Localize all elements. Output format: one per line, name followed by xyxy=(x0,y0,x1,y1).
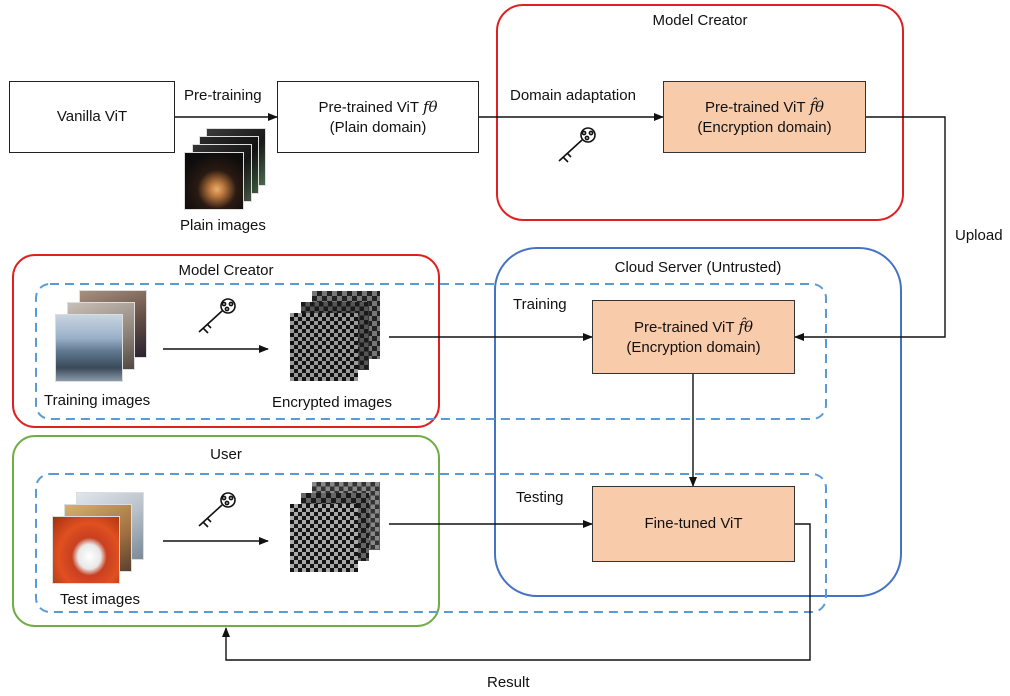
f-hat-theta-symbol: f̂θ xyxy=(809,97,825,116)
training-images-label: Training images xyxy=(44,392,151,409)
result-label: Result xyxy=(487,674,530,691)
f-hat-theta-symbol: f̂θ xyxy=(738,317,754,336)
model-creator-top-title: Model Creator xyxy=(652,12,748,29)
encrypted-tiles xyxy=(290,313,358,381)
test-images-stack xyxy=(52,492,146,586)
training-dashed-region xyxy=(35,283,827,420)
pretrained-plain-line1: Pre-trained ViT xyxy=(318,98,419,116)
f-theta-symbol: fθ xyxy=(422,97,438,116)
pretrained-enc-cloud-line2: (Encryption domain) xyxy=(626,338,761,356)
encrypted-tiles xyxy=(290,504,358,572)
pretrained-enc-top-box: Pre-trained ViT f̂θ (Encryption domain) xyxy=(663,81,866,153)
model-creator-top-border xyxy=(496,4,904,221)
training-images-stack xyxy=(55,290,149,384)
test-images-label: Test images xyxy=(60,591,141,608)
upload-label: Upload xyxy=(955,227,1003,244)
pretrained-enc-top-line1: Pre-trained ViT xyxy=(704,98,806,116)
plain-images-label: Plain images xyxy=(180,217,266,234)
finetuned-vit-label: Fine-tuned ViT xyxy=(644,515,743,532)
testing-label: Testing xyxy=(516,489,564,506)
pretrained-enc-cloud-line1: Pre-trained ViT xyxy=(633,318,735,336)
cloud-server-border xyxy=(494,247,902,597)
pretraining-label: Pre-training xyxy=(184,87,262,104)
testing-dashed-region xyxy=(35,473,827,613)
encrypted-images-test xyxy=(290,482,382,574)
key-icon xyxy=(558,127,596,163)
pretrained-plain-box: Pre-trained ViT fθ (Plain domain) xyxy=(277,81,479,153)
finetuned-vit-box: Fine-tuned ViT xyxy=(592,486,795,562)
encrypted-images-train xyxy=(290,291,382,383)
pretrained-enc-cloud-box: Pre-trained ViT f̂θ (Encryption domain) xyxy=(592,300,795,374)
user-title: User xyxy=(210,446,242,463)
cloud-server-title: Cloud Server (Untrusted) xyxy=(614,259,782,276)
result-arrow xyxy=(222,523,811,661)
model-creator-bottom-title: Model Creator xyxy=(178,262,274,279)
key-icon xyxy=(198,298,236,334)
pretrained-plain-line2: (Plain domain) xyxy=(329,118,427,136)
vanilla-vit-box: Vanilla ViT xyxy=(9,81,175,153)
user-border xyxy=(12,435,440,627)
upload-arrow xyxy=(794,116,946,341)
vanilla-vit-label: Vanilla ViT xyxy=(56,108,128,125)
plain-images-stack xyxy=(184,128,268,210)
model-creator-bottom-border xyxy=(12,254,440,428)
pretrained-enc-top-line2: (Encryption domain) xyxy=(697,118,832,136)
key-icon xyxy=(198,492,236,528)
training-label: Training xyxy=(513,296,567,313)
encrypted-images-label: Encrypted images xyxy=(272,394,393,411)
domain-adaptation-label: Domain adaptation xyxy=(510,87,636,104)
